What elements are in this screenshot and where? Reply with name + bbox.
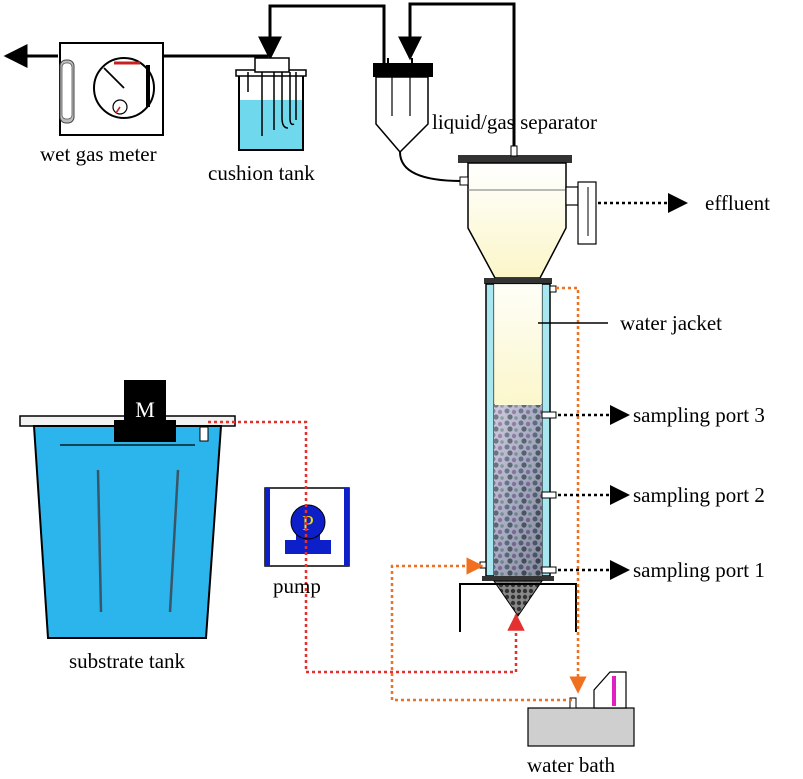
reactor-settler bbox=[467, 162, 567, 279]
separator-return-line bbox=[399, 151, 463, 182]
label-wet-gas-meter: wet gas meter bbox=[40, 142, 157, 166]
substrate-tank: M bbox=[19, 380, 236, 639]
label-cushion-tank: cushion tank bbox=[208, 161, 315, 185]
motor-letter: M bbox=[135, 397, 155, 422]
liquid-gas-separator bbox=[373, 58, 433, 154]
reactor-cone bbox=[493, 580, 543, 617]
wet-gas-meter bbox=[59, 42, 164, 136]
jacket-loop bbox=[390, 286, 587, 702]
label-effluent: effluent bbox=[705, 191, 770, 215]
label-substrate-tank: substrate tank bbox=[69, 649, 186, 673]
gas-lines bbox=[3, 2, 516, 182]
label-port2: sampling port 2 bbox=[633, 483, 765, 507]
labels: wet gas meter cushion tank liquid/gas se… bbox=[40, 110, 770, 777]
reactor-stand bbox=[459, 583, 577, 632]
label-port1: sampling port 1 bbox=[633, 558, 765, 582]
pump-head bbox=[290, 504, 326, 540]
motor-base bbox=[114, 420, 176, 442]
bath-body bbox=[527, 707, 635, 747]
cushion-tank bbox=[235, 57, 307, 151]
tank-body bbox=[32, 425, 223, 639]
gas-line-reactor-to-separator bbox=[398, 2, 516, 150]
label-water-bath: water bath bbox=[527, 753, 616, 777]
label-separator: liquid/gas separator bbox=[432, 110, 597, 134]
jacket-loop-supply bbox=[390, 557, 572, 702]
jacket-loop-return bbox=[556, 286, 587, 694]
reactor bbox=[458, 145, 597, 632]
feed-line bbox=[208, 420, 525, 674]
water-bath bbox=[527, 671, 635, 747]
label-port3: sampling port 3 bbox=[633, 403, 765, 427]
motor bbox=[124, 380, 166, 424]
pump-letter: P bbox=[302, 511, 314, 535]
label-arrows bbox=[538, 193, 688, 580]
gas-line-separator-to-cushion bbox=[258, 4, 386, 70]
meter-gauge-bar bbox=[146, 65, 150, 107]
reactor-lid bbox=[458, 155, 572, 163]
label-water-jacket: water jacket bbox=[620, 311, 722, 335]
label-pump: pump bbox=[273, 574, 321, 598]
